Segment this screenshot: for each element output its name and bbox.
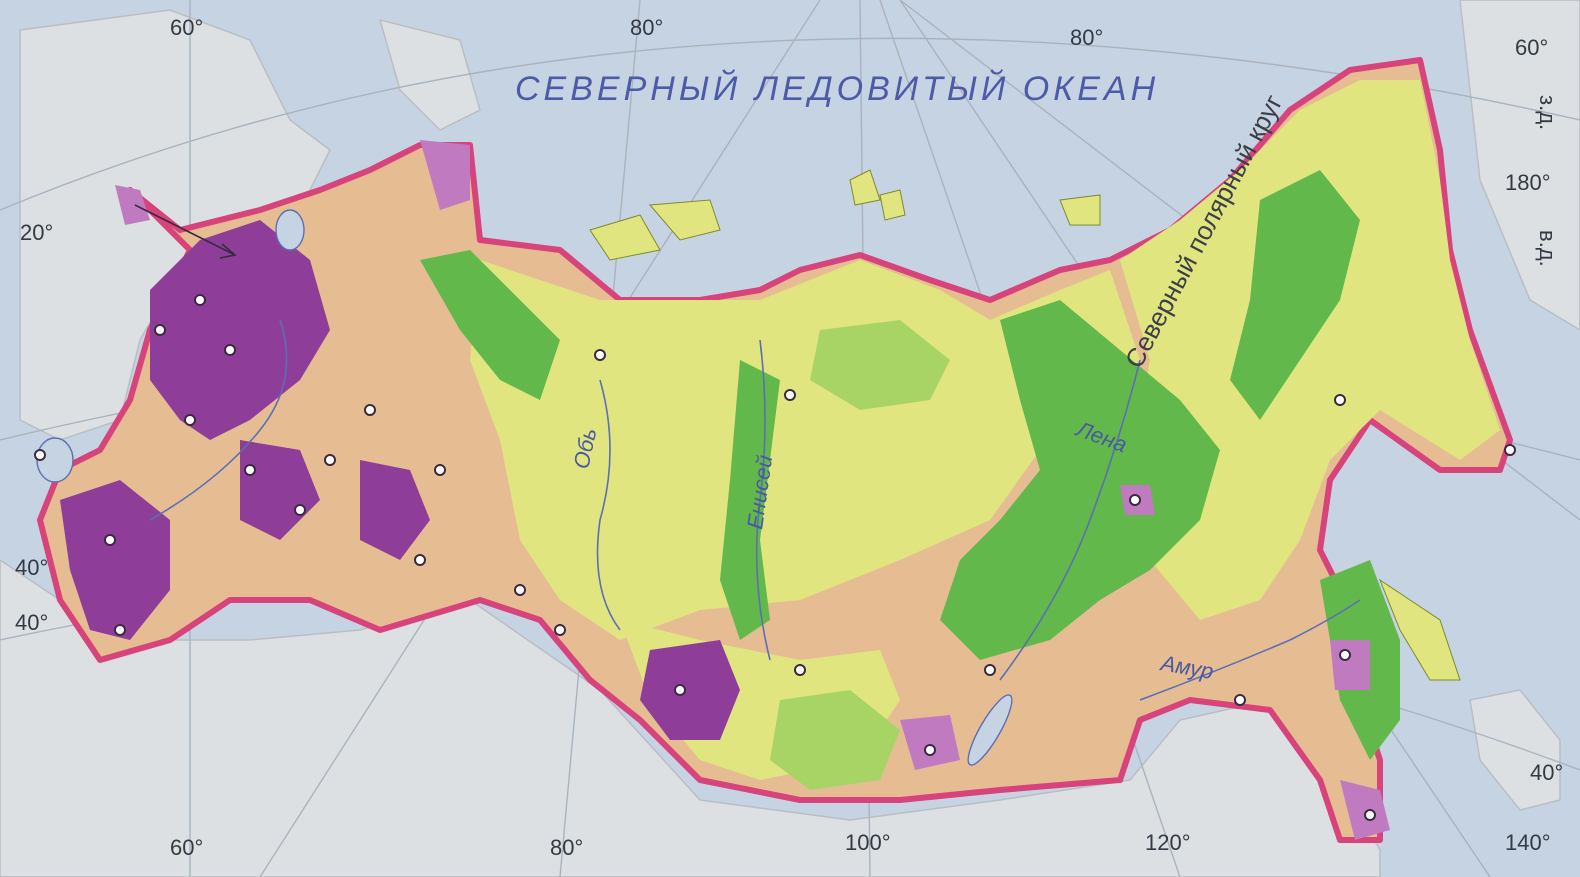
zone-lilac-baikal xyxy=(900,715,960,770)
coord-west-20: 20° xyxy=(20,220,53,245)
zone-purple-urals xyxy=(360,460,430,560)
ocean-label: СЕВЕРНЫЙ ЛЕДОВИТЫЙ ОКЕАН xyxy=(515,69,1159,108)
zone-lilac-far-east xyxy=(1330,640,1370,690)
kaliningrad-arrow xyxy=(134,204,237,259)
coord-bottom-60: 60° xyxy=(170,835,203,860)
coord-east-180: 180° xyxy=(1505,170,1551,195)
zone-purple-north-west xyxy=(420,140,470,210)
coord-bottom-140: 140° xyxy=(1505,830,1551,855)
zone-lilac-kola xyxy=(115,185,150,225)
land-japan xyxy=(1469,689,1561,811)
coord-bottom-80: 80° xyxy=(550,835,583,860)
arctic-islands xyxy=(589,169,1461,681)
river-amur xyxy=(1139,599,1361,701)
river-ob xyxy=(596,379,621,631)
coord-west-40a: 40° xyxy=(15,555,48,580)
river-lena xyxy=(999,359,1141,681)
coord-top-80a: 80° xyxy=(630,15,663,40)
rivers xyxy=(149,319,1361,701)
zone-lilac-sakhalin xyxy=(1340,780,1390,840)
zone-lightgreen-south xyxy=(770,690,900,790)
coord-top-80b: 80° xyxy=(1070,25,1103,50)
coord-east-40: 40° xyxy=(1530,760,1563,785)
zone-purple-west xyxy=(150,220,330,440)
zone-purple-south-west xyxy=(60,480,170,640)
city-markers xyxy=(34,294,1516,821)
zone-yellow-west-siberia xyxy=(470,260,1140,640)
zone-yellow-east xyxy=(1120,80,1500,620)
land-alaska xyxy=(1459,0,1580,331)
river-yenisei xyxy=(755,339,771,661)
zone-green-central xyxy=(940,300,1220,660)
zone-lightgreen-north xyxy=(810,320,950,410)
russia-territory xyxy=(37,57,1513,843)
coord-top-60: 60° xyxy=(170,15,203,40)
coord-bottom-120: 120° xyxy=(1145,830,1191,855)
coord-east-longitude: в.д. xyxy=(1535,230,1560,267)
coord-top-60w: 60° xyxy=(1515,35,1548,60)
coord-west-40b: 40° xyxy=(15,610,48,635)
river-volga xyxy=(149,319,288,521)
lakes xyxy=(36,209,1013,766)
zone-green-ural xyxy=(420,250,560,400)
zone-green-east xyxy=(1230,170,1360,420)
land-novaya-zemlya xyxy=(378,18,481,131)
coord-bottom-100: 100° xyxy=(845,830,891,855)
zone-purple-kuzbass xyxy=(640,640,740,740)
coord-west-longitude: з.д. xyxy=(1535,95,1560,130)
land-south xyxy=(0,559,1381,877)
